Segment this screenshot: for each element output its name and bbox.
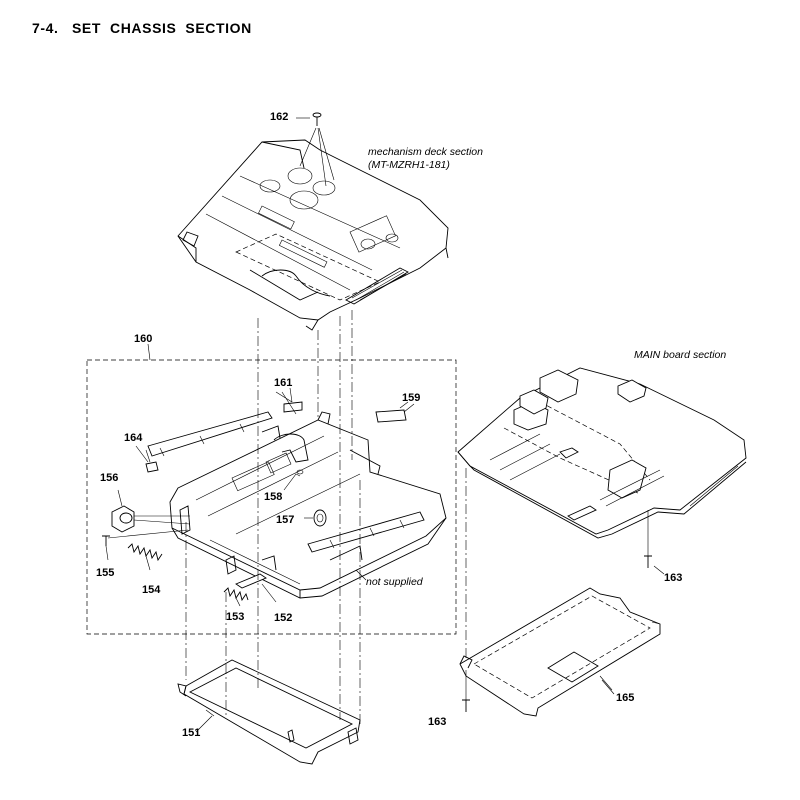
side-rail-left [147,411,281,457]
label-151: 151 [182,727,201,739]
mechanism-deck-note-line1: mechanism deck section [368,146,483,158]
part-154-spring [127,543,163,571]
label-157: 157 [276,514,295,526]
label-160: 160 [134,333,153,345]
mechanism-deck [177,139,449,331]
label-156: 156 [100,472,119,484]
main-board [457,367,747,539]
mechanism-deck-note-line2: (MT-MZRH1-181) [368,159,450,171]
bottom-plate [177,659,361,765]
label-164: 164 [124,432,143,444]
chassis-section-box [86,359,457,635]
side-rail-right [307,511,425,553]
screw-163-right [644,520,665,575]
part-161-plate [283,401,303,413]
label-163-right: 163 [664,572,683,584]
screw-155 [102,529,189,561]
chassis-frame [169,411,447,599]
leader-lines [135,343,615,733]
main-board-note: MAIN board section [634,349,727,361]
label-162: 162 [270,111,289,123]
alignment-lines [185,310,649,724]
part-165-shield [459,587,661,717]
label-158: 158 [264,491,283,503]
part-159-plate [375,409,407,423]
part-152-bracket [235,573,277,603]
page-title: 7-4. SET CHASSIS SECTION [32,20,252,36]
label-153: 153 [226,611,245,623]
mechanism-deck-note: mechanism deck section (MT-MZRH1-181) [368,146,483,172]
part-157-roller [304,509,327,527]
label-152: 152 [274,612,293,624]
part-156-knob [111,489,191,533]
not-supplied-note: not supplied [366,576,423,588]
part-158 [283,469,304,491]
label-154: 154 [142,584,161,596]
label-163-bottom: 163 [428,716,447,728]
label-155: 155 [96,567,115,579]
label-161: 161 [274,377,293,389]
part-153-spring [223,587,249,607]
screw-163-bottom [462,670,470,712]
screw-162 [296,112,335,187]
label-165: 165 [616,692,635,704]
label-159: 159 [402,392,421,404]
part-164 [145,461,159,473]
